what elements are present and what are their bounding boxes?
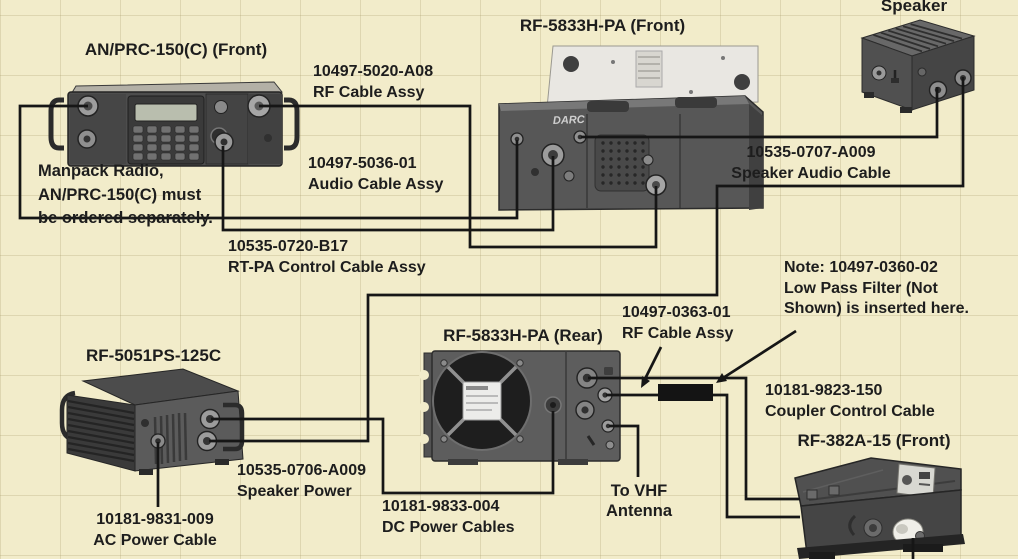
label-speaker-audio-cable: 10535-0707-A009 Speaker Audio Cable — [731, 144, 891, 182]
label-to-vhf-antenna: To VHF Antenna — [606, 482, 672, 520]
low-pass-filter-block — [658, 384, 713, 401]
arrow-line-lpf-note — [722, 329, 797, 380]
label-coupler-control-cable: 10181-9823-150 Coupler Control Cable — [765, 382, 935, 420]
pa-rear-illustration — [419, 350, 621, 465]
radio-lcd — [134, 103, 198, 122]
label-ac-power-cable: 10181-9831-009 AC Power Cable — [93, 511, 217, 549]
radio-left-handle — [48, 97, 64, 151]
pa-rear-title: RF-5833H-PA (Rear) — [443, 326, 603, 345]
arrowhead-lpf-note — [716, 373, 727, 383]
coupler-base — [797, 534, 965, 559]
label-speaker-power: 10535-0706-A009 Speaker Power — [237, 462, 366, 500]
coupler-illustration — [794, 457, 965, 559]
label-rf-cable-rear: 10497-0363-01 RF Cable Assy — [622, 304, 734, 342]
speaker-title: Speaker — [880, 0, 948, 15]
power-supply-illustration — [59, 368, 245, 475]
label-dc-power-cables: 10181-9833-004 DC Power Cables — [382, 498, 515, 536]
arrow-line-rf-cable-rear — [643, 346, 663, 380]
label-manpack-note: Manpack Radio, AN/PRC-150(C) must be ord… — [38, 162, 213, 227]
speaker-illustration — [860, 19, 976, 113]
pa-front-illustration: DARC — [498, 45, 764, 211]
label-rtpa-control-cable: 10535-0720-B17 RT-PA Control Cable Assy — [228, 238, 426, 276]
label-lpf-note: Note: 10497-0360-02 Low Pass Filter (Not… — [784, 259, 969, 317]
ps-title: RF-5051PS-125C — [86, 346, 222, 365]
label-audio-cable: 10497-5036-01 Audio Cable Assy — [308, 155, 444, 193]
radio-right-handle — [284, 97, 300, 151]
arrowhead-rf-cable-rear — [641, 376, 650, 388]
pa-front-logo: DARC — [553, 114, 586, 127]
label-rf-cable-front: 10497-5020-A08 RF Cable Assy — [313, 63, 434, 101]
prc150-title: AN/PRC-150(C) (Front) — [84, 40, 268, 59]
coupler-title: RF-382A-15 (Front) — [797, 431, 951, 450]
pa-front-title: RF-5833H-PA (Front) — [519, 16, 686, 35]
